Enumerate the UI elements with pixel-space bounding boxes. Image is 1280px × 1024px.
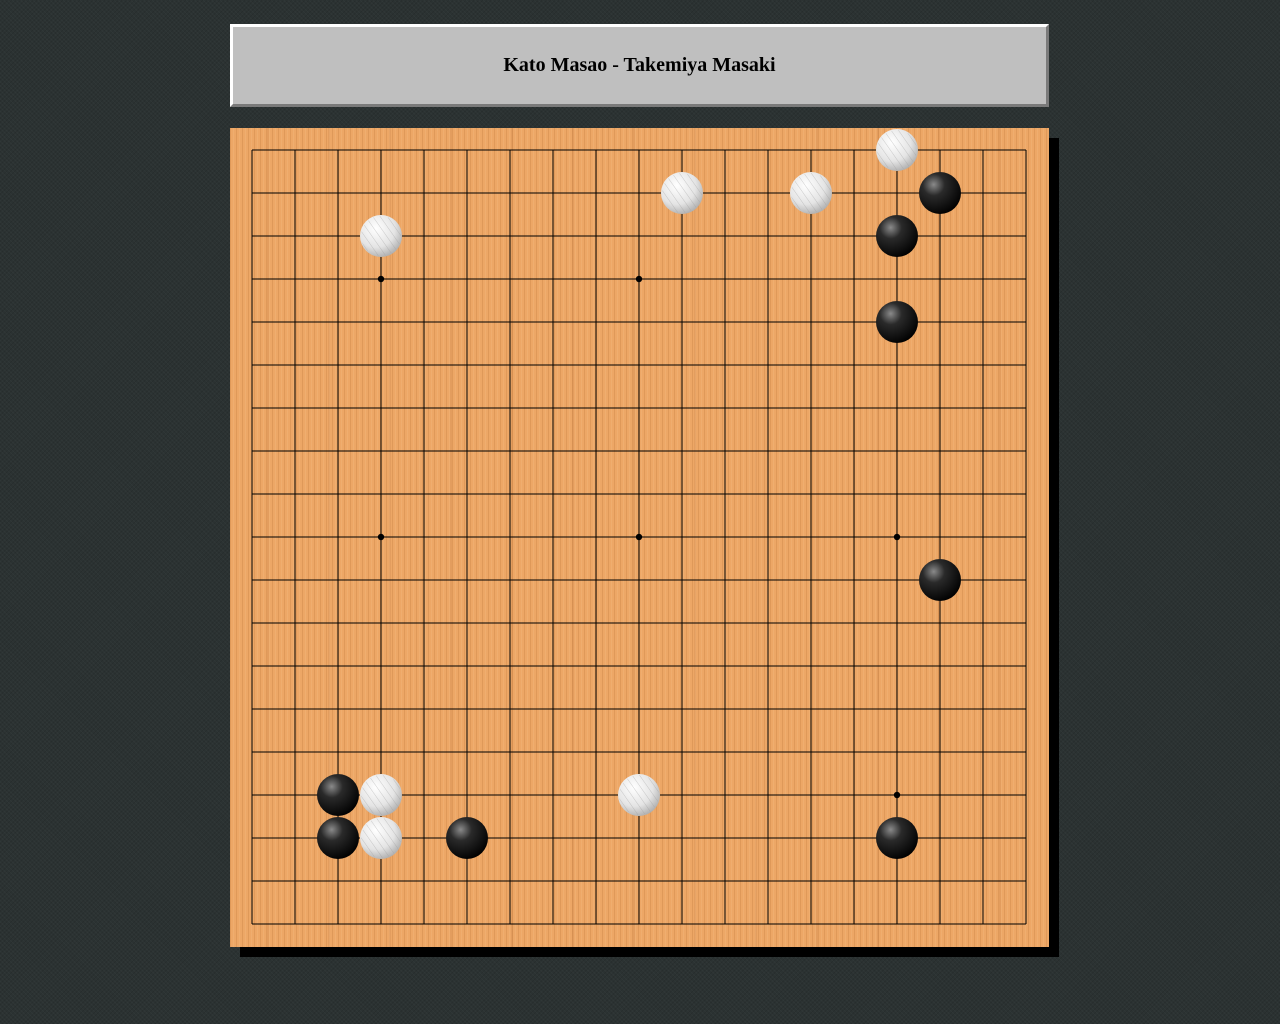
star-point <box>635 533 643 541</box>
black-stone <box>876 817 918 859</box>
white-stone <box>790 172 832 214</box>
board-grid <box>251 129 1027 925</box>
black-stone <box>919 559 961 601</box>
go-board[interactable] <box>230 128 1049 947</box>
white-stone <box>618 774 660 816</box>
white-stone <box>360 774 402 816</box>
star-point <box>893 533 901 541</box>
white-stone <box>876 129 918 171</box>
black-stone <box>446 817 488 859</box>
black-stone <box>919 172 961 214</box>
white-stone <box>661 172 703 214</box>
star-point <box>377 275 385 283</box>
black-stone <box>317 817 359 859</box>
star-point <box>893 791 901 799</box>
black-stone <box>317 774 359 816</box>
game-title: Kato Masao - Takemiya Masaki <box>503 54 776 76</box>
black-stone <box>876 301 918 343</box>
star-point <box>377 533 385 541</box>
star-point <box>635 275 643 283</box>
game-title-panel: Kato Masao - Takemiya Masaki <box>230 24 1049 107</box>
white-stone <box>360 817 402 859</box>
black-stone <box>876 215 918 257</box>
white-stone <box>360 215 402 257</box>
